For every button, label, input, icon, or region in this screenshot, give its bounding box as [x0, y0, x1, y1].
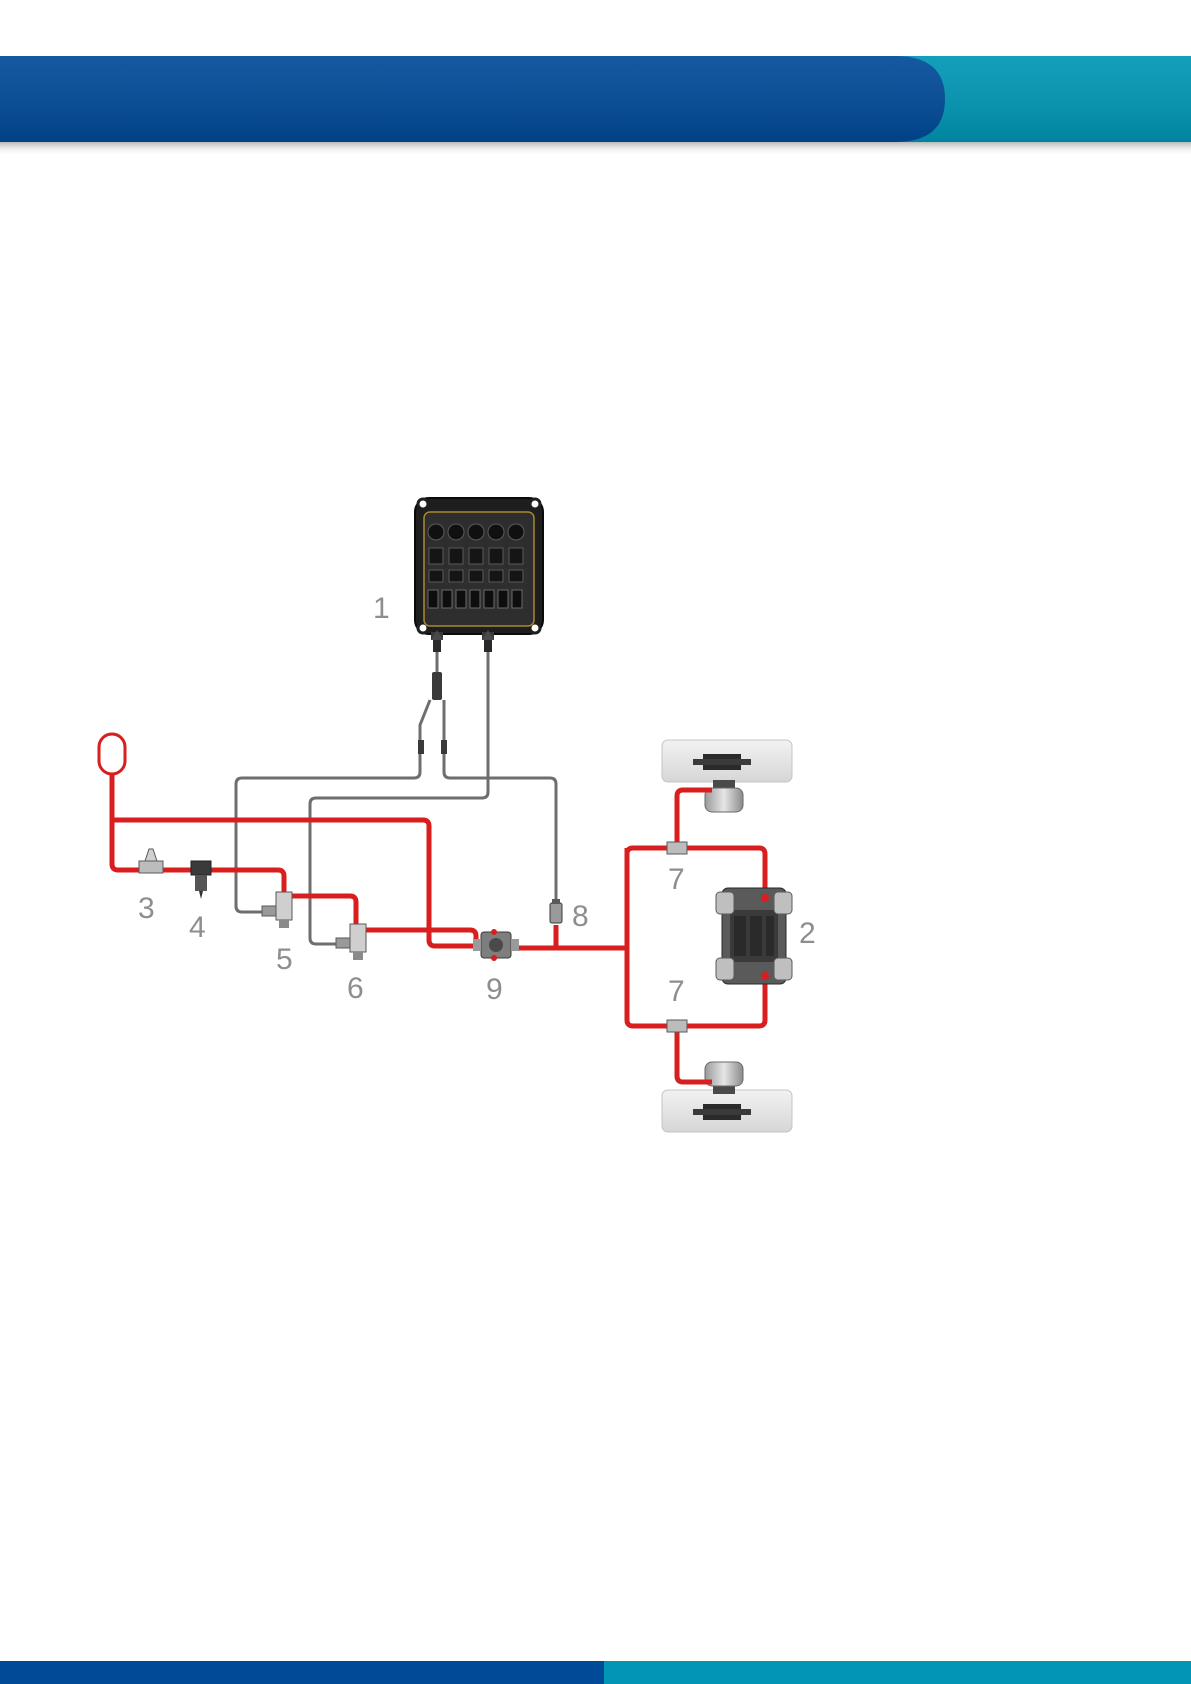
ecu-unit-1 [415, 498, 543, 640]
air-lines [112, 774, 765, 1082]
callout-tee-top: 7 [668, 863, 685, 896]
callout-modulator: 2 [799, 917, 816, 950]
callout-relay-valve: 9 [486, 973, 503, 1006]
wheel-top [662, 740, 792, 812]
tee-fitting-top [667, 842, 687, 854]
callout-pressure-valve: 3 [138, 892, 155, 925]
callout-valve-5: 5 [276, 943, 293, 976]
cable-to-sensor-8 [444, 700, 556, 905]
callout-sensor: 8 [572, 900, 589, 933]
relay-valve-9 [473, 929, 519, 961]
air-line-5-to-6 [290, 896, 356, 928]
connector-ecu-right [484, 640, 492, 652]
solenoid-valve-6 [336, 924, 366, 960]
footer-band [0, 1661, 1191, 1684]
callout-tee-bottom: 7 [668, 975, 685, 1008]
cable-splitter [432, 672, 442, 700]
solenoid-valve-5 [262, 892, 292, 928]
air-reservoir [99, 734, 125, 774]
header-band [0, 56, 1191, 156]
air-line-to-relay [112, 820, 498, 946]
connector-ecu-left [433, 640, 441, 652]
tee-fitting-bottom [667, 1020, 687, 1032]
callout-filter: 4 [189, 911, 206, 944]
header-shadow [0, 142, 1191, 156]
filter-4 [191, 861, 211, 899]
modulator-2 [716, 888, 792, 984]
header-shading [0, 56, 1191, 142]
wheel-bottom [662, 1062, 792, 1132]
callout-valve-6: 6 [347, 972, 364, 1005]
callout-ecu: 1 [373, 592, 390, 625]
pressure-valve-3 [139, 849, 163, 873]
cable-to-valve-5 [236, 700, 430, 912]
pressure-sensor-8 [550, 899, 562, 923]
footer-blue-bar [0, 1661, 604, 1684]
cable-connectors [418, 630, 494, 754]
